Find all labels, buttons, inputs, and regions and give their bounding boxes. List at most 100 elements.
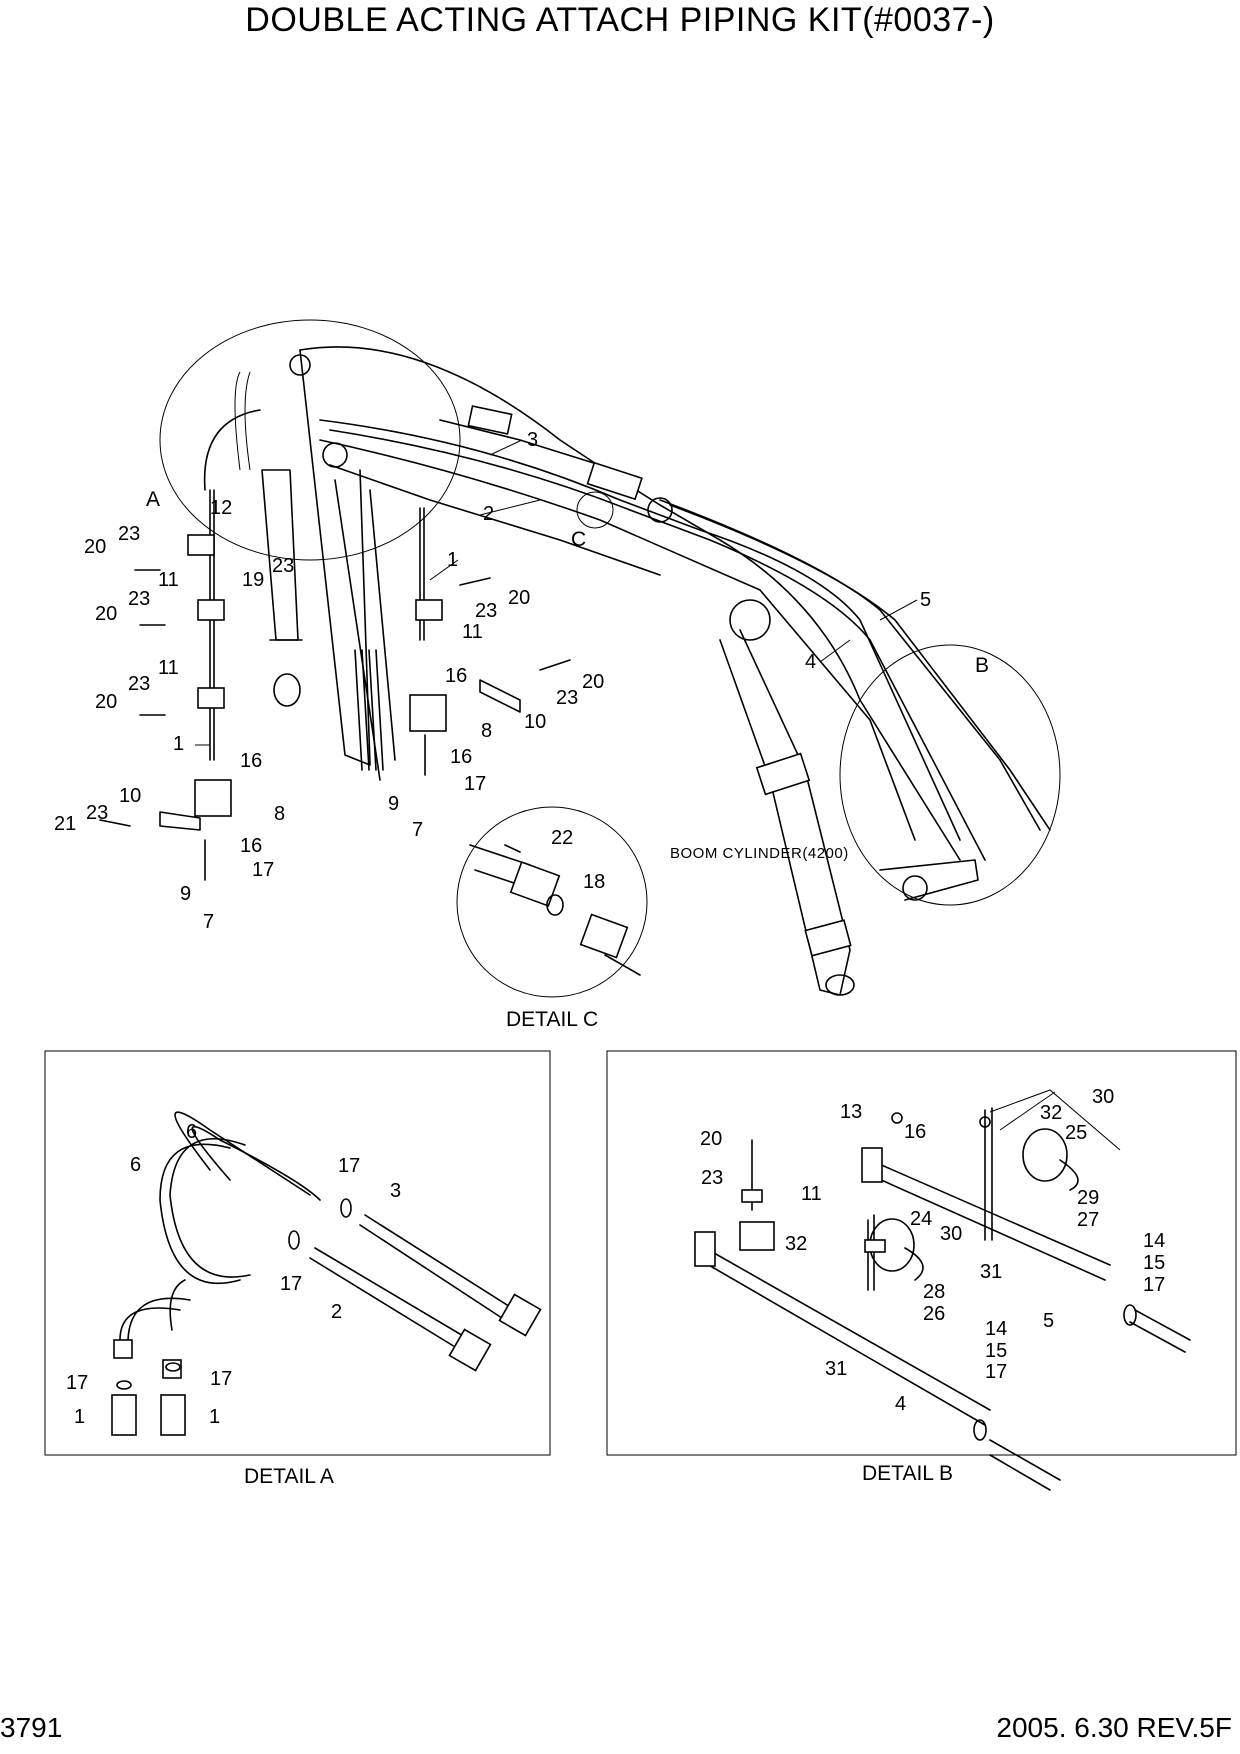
label-20c: 20	[95, 691, 117, 713]
label-6b: 6	[130, 1154, 141, 1176]
label-16d: 16	[450, 746, 472, 768]
boom-assembly	[203, 346, 1051, 996]
detail-b-circle	[839, 644, 1061, 906]
label-32a: 32	[785, 1233, 807, 1255]
label-16b: 16	[240, 835, 262, 857]
label-8b: 8	[481, 720, 492, 742]
label-17e: 17	[66, 1372, 88, 1394]
label-21: 21	[54, 813, 76, 835]
ref-c: C	[571, 528, 586, 551]
label-18: 18	[583, 871, 605, 893]
label-2b: 2	[331, 1301, 342, 1323]
arm-fittings	[99, 534, 571, 881]
main-labels: 3 2 5 4 1 1 12 19 23 23 23 23 23 23 23 2…	[54, 429, 989, 1031]
label-7b: 7	[412, 819, 423, 841]
label-10b: 10	[524, 711, 546, 733]
label-23a: 23	[118, 523, 140, 545]
label-29: 29	[1077, 1187, 1099, 1209]
label-14a: 14	[1143, 1230, 1165, 1252]
label-31a: 31	[980, 1261, 1002, 1283]
label-27: 27	[1077, 1209, 1099, 1231]
label-1a: 1	[447, 549, 458, 571]
detail-c-circle	[576, 491, 614, 529]
label-13: 13	[840, 1101, 862, 1123]
detail-a-frame	[44, 1050, 551, 1456]
label-20e: 20	[582, 671, 604, 693]
page-number: 3791	[0, 1712, 63, 1743]
label-20f: 20	[700, 1128, 722, 1150]
label-23d: 23	[128, 673, 150, 695]
label-23f: 23	[556, 687, 578, 709]
label-20a: 20	[84, 536, 106, 558]
label-20b: 20	[95, 603, 117, 625]
label-25: 25	[1065, 1122, 1087, 1144]
label-15b: 15	[985, 1340, 1007, 1362]
label-31b: 31	[825, 1358, 847, 1380]
label-30b: 30	[940, 1223, 962, 1245]
detail-c-view	[456, 806, 648, 998]
label-1d: 1	[209, 1406, 220, 1428]
boom-cylinder-label: BOOM CYLINDER(4200)	[670, 845, 849, 862]
label-17b: 17	[464, 773, 486, 795]
detail-callouts	[159, 319, 1061, 998]
label-11d: 11	[801, 1183, 822, 1205]
label-1c: 1	[74, 1406, 85, 1428]
detail-b-frame	[606, 1050, 1237, 1456]
label-11b: 11	[158, 657, 179, 679]
label-17g: 17	[1143, 1274, 1165, 1296]
detail-b-caption: DETAIL B	[862, 1462, 953, 1485]
label-24: 24	[910, 1208, 932, 1230]
detail-a-caption: DETAIL A	[244, 1465, 334, 1488]
label-16a: 16	[240, 750, 262, 772]
label-4b: 4	[895, 1393, 906, 1415]
leader-lines	[195, 439, 918, 746]
label-5: 5	[920, 589, 931, 611]
label-28: 28	[923, 1281, 945, 1303]
label-30a: 30	[1092, 1086, 1114, 1108]
label-10a: 10	[119, 785, 141, 807]
label-23e: 23	[475, 600, 497, 622]
label-8a: 8	[274, 803, 285, 825]
label-16e: 16	[904, 1121, 926, 1143]
label-23h: 23	[701, 1167, 723, 1189]
label-9a: 9	[180, 883, 191, 905]
label-3b: 3	[390, 1180, 401, 1202]
revision-date: 2005. 6.30 REV.5F	[996, 1712, 1232, 1743]
detail-a-content	[111, 1111, 542, 1436]
detail-b-labels: 13 16 20 23 11 32 32 30 30 25 24 29 27 2…	[700, 1086, 1165, 1415]
label-23c: 23	[128, 588, 150, 610]
label-23g: 23	[86, 802, 108, 824]
ref-b: B	[975, 654, 989, 677]
label-7a: 7	[203, 911, 214, 933]
label-5b: 5	[1043, 1310, 1054, 1332]
detail-b-content	[694, 1089, 1191, 1491]
label-4: 4	[805, 651, 816, 673]
detail-a-labels: 6 6 17 17 17 17 3 2 1 1	[66, 1121, 401, 1428]
label-1b: 1	[173, 733, 184, 755]
page-title: DOUBLE ACTING ATTACH PIPING KIT(#0037-)	[245, 1, 995, 39]
label-19: 19	[242, 569, 264, 591]
label-23b: 23	[272, 555, 294, 577]
label-32b: 32	[1040, 1102, 1062, 1124]
label-3: 3	[527, 429, 538, 451]
label-11c: 11	[462, 621, 483, 643]
detail-c-caption: DETAIL C	[506, 1008, 598, 1031]
label-9b: 9	[388, 793, 399, 815]
label-12: 12	[210, 497, 232, 519]
label-26: 26	[923, 1303, 945, 1325]
label-22: 22	[551, 827, 573, 849]
label-17f: 17	[210, 1368, 232, 1390]
label-16c: 16	[445, 665, 467, 687]
label-20d: 20	[508, 587, 530, 609]
label-11a: 11	[158, 569, 179, 591]
label-17d: 17	[280, 1273, 302, 1295]
label-2: 2	[483, 503, 494, 525]
label-17a: 17	[252, 859, 274, 881]
label-15a: 15	[1143, 1252, 1165, 1274]
label-6a: 6	[186, 1121, 197, 1143]
ref-a: A	[146, 488, 160, 511]
label-17c: 17	[338, 1155, 360, 1177]
detail-a-circle	[159, 319, 461, 561]
label-14b: 14	[985, 1318, 1007, 1340]
